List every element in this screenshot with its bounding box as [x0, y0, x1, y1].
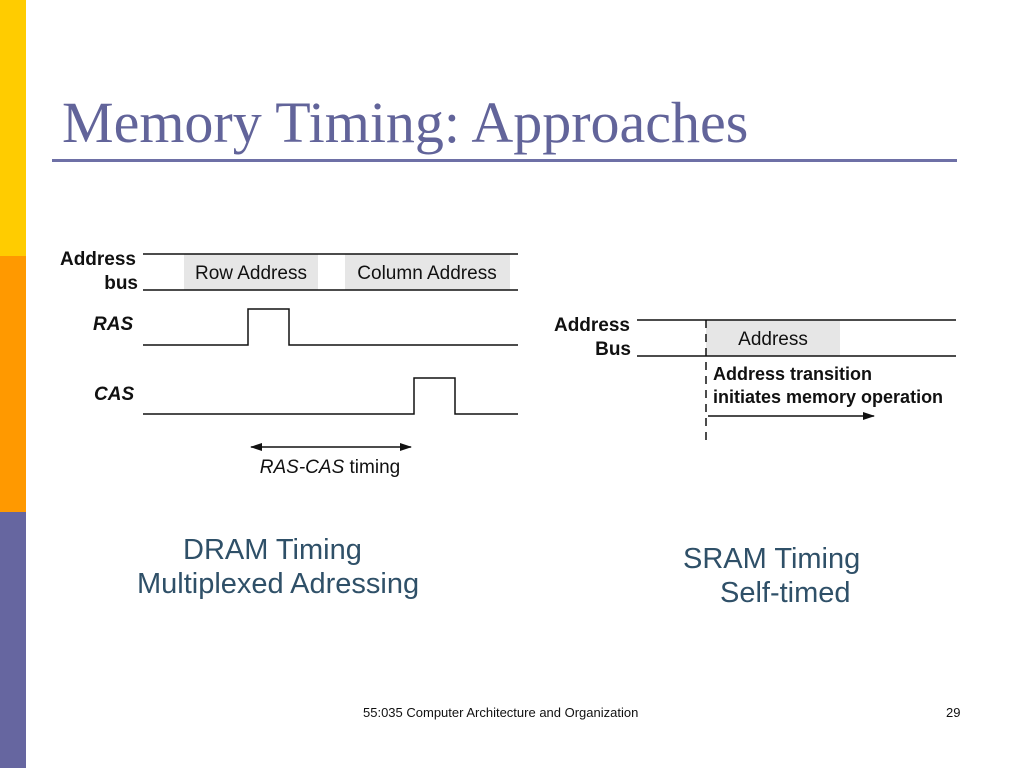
side-bar-yellow	[0, 0, 26, 256]
slide-title: Memory Timing: Approaches	[62, 90, 749, 155]
ras-signal-waveform	[143, 308, 518, 346]
column-address-text: Column Address	[357, 263, 496, 284]
sram-address-box-text: Address	[738, 329, 808, 350]
sram-address-label-line1: Address	[554, 315, 630, 336]
cas-signal-waveform	[143, 377, 518, 415]
sram-address-label-line2: Bus	[595, 339, 631, 360]
cas-label: CAS	[94, 384, 134, 405]
sram-caption-line1: SRAM Timing	[683, 543, 861, 575]
row-address-text: Row Address	[195, 263, 307, 284]
dram-address-label-line2: bus	[104, 273, 138, 294]
address-transition-note-line1: Address transition	[713, 364, 872, 384]
address-transition-note-line2: initiates memory operation	[713, 387, 943, 407]
dram-timing-diagram: Address bus Row Address Column Address R…	[60, 249, 518, 478]
side-bar-orange	[0, 256, 26, 512]
footer-course-title: 55:035 Computer Architecture and Organiz…	[363, 705, 639, 720]
row-address-box	[184, 254, 318, 290]
title-underline	[52, 159, 957, 162]
ras-label: RAS	[93, 314, 133, 335]
sram-caption-line2: Self-timed	[720, 577, 851, 609]
ras-cas-timing-label: RAS-CAS timing	[260, 457, 400, 478]
footer-page-number: 29	[946, 705, 961, 720]
dram-caption-line2: Multiplexed Adressing	[137, 568, 420, 600]
sram-address-box	[706, 320, 840, 356]
dram-caption-line1: DRAM Timing	[183, 534, 362, 566]
dram-address-label-line1: Address	[60, 249, 136, 270]
sram-timing-diagram: Address Bus Address Address transition i…	[554, 315, 956, 440]
column-address-box	[345, 254, 510, 290]
side-bar-purple	[0, 512, 26, 768]
